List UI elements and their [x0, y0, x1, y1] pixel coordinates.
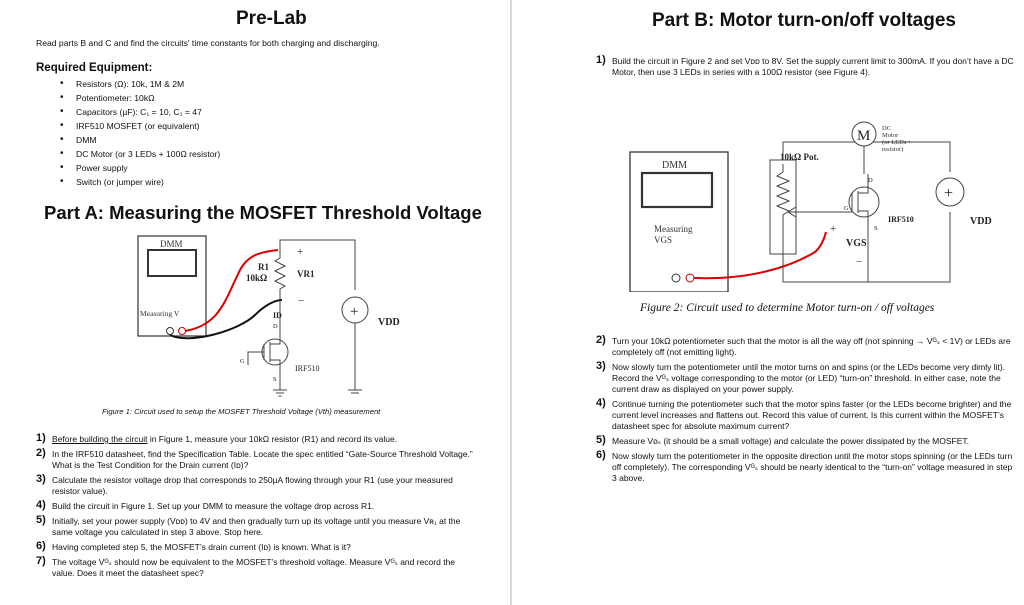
bottom-wire — [782, 212, 951, 283]
figure1-caption: Figure 1: Circuit used to setup the MOSF… — [102, 407, 381, 416]
step-item: 1)Before building the circuit in Figure … — [36, 432, 398, 445]
parta-title: Part A: Measuring the MOSFET Threshold V… — [44, 202, 482, 223]
step-item: 7)The voltage Vᴳₛ should now be equivale… — [36, 555, 456, 579]
equipment-item: Potentiometer: 10kΩ — [58, 91, 220, 105]
vr1-plus: + — [297, 246, 303, 258]
dmm-label: DMM — [662, 160, 687, 171]
mosfet-label: IRF510 — [295, 364, 319, 373]
page-divider — [510, 0, 512, 605]
vdd-plus: + — [944, 185, 953, 202]
motor-m: M — [857, 128, 870, 144]
top-wire — [279, 239, 356, 290]
source-wire — [858, 210, 869, 282]
equipment-list: Resistors (Ω): 10k, 1M & 2M Potentiomete… — [58, 77, 220, 189]
probe-jack-black — [671, 273, 681, 283]
resistor-r1 — [273, 248, 287, 310]
d-label: D — [273, 323, 278, 330]
vgs-minus: − — [856, 256, 862, 268]
motor-label-4: resistor) — [882, 146, 903, 153]
figure1-circuit: DMM Measuring V R1 10kΩ VR1 + − ID D G S… — [137, 235, 400, 397]
meter-label-1: Measuring — [654, 224, 693, 234]
motor-label-1: DC — [882, 125, 891, 132]
vdd-label: VDD — [970, 216, 992, 227]
dmm-display — [640, 171, 714, 209]
prelab-title: Pre-Lab — [236, 8, 307, 29]
dmm-display — [147, 249, 197, 277]
step-item: 5)Initially, set your power supply (Vᴅᴅ)… — [36, 514, 461, 538]
equipment-item: Switch (or jumper wire) — [58, 175, 220, 189]
equipment-item: DC Motor (or 3 LEDs + 100Ω resistor) — [58, 147, 220, 161]
vdd-label: VDD — [378, 317, 400, 328]
partb-steps: 2)Turn your 10kΩ potentiometer such that… — [596, 334, 1016, 488]
s-label: S — [874, 225, 878, 232]
vr1-label: VR1 — [297, 269, 315, 279]
vgs-label: VGS — [846, 238, 867, 249]
figure2-caption: Figure 2: Circuit used to determine Moto… — [640, 302, 935, 314]
mosfet-circle — [848, 186, 880, 218]
step-item: 3)Calculate the resistor voltage drop th… — [36, 473, 453, 497]
red-probe-wire — [693, 231, 827, 280]
equipment-item: DMM — [58, 133, 220, 147]
mosfet-label: IRF510 — [888, 215, 914, 224]
motor-label-3: (or LEDs + — [882, 139, 912, 146]
gate-wire — [247, 351, 264, 365]
equipment-item: Capacitors (µF): C₁ = 10, C₁ = 47 — [58, 105, 220, 119]
vgs-plus: + — [830, 223, 836, 235]
step-item: 4)Build the circuit in Figure 1. Set up … — [36, 499, 375, 512]
g-label: G — [240, 358, 245, 365]
step-item: 2)In the IRF510 datasheet, find the Spec… — [36, 447, 473, 471]
step-item: 5)Measure Vᴅₛ (it should be a small volt… — [596, 434, 970, 447]
vr1-minus: − — [298, 295, 304, 307]
pot-label: 10kΩ Pot. — [780, 152, 819, 162]
vdd-plus: + — [350, 304, 358, 320]
r1-value: 10kΩ — [246, 273, 267, 283]
left-page: Pre-Lab Read parts B and C and find the … — [0, 0, 512, 605]
right-page: Part B: Motor turn-on/off voltages 1)Bui… — [512, 0, 1024, 605]
motor-label-2: Motor — [882, 132, 899, 139]
black-probe-wire — [169, 299, 283, 340]
step-item: 2)Turn your 10kΩ potentiometer such that… — [596, 334, 1011, 358]
step-item: 1)Build the circuit in Figure 2 and set … — [596, 54, 1014, 78]
mosfet-drain — [270, 338, 281, 345]
step-item: 4)Continue turning the potentiometer suc… — [596, 397, 1012, 432]
step-item: 3)Now slowly turn the potentiometer unti… — [596, 360, 1006, 395]
vdd-source — [935, 177, 965, 207]
partb-step1: 1)Build the circuit in Figure 2 and set … — [596, 54, 1016, 82]
mosfet-circle — [261, 338, 289, 366]
g-label: G — [844, 205, 849, 212]
partb-title: Part B: Motor turn-on/off voltages — [652, 10, 956, 31]
meter-label-2: VGS — [654, 235, 672, 245]
probe-jack-black — [166, 327, 174, 335]
equipment-item: Resistors (Ω): 10k, 1M & 2M — [58, 77, 220, 91]
red-probe-wire — [184, 249, 279, 332]
intro-text: Read parts B and C and find the circuits… — [36, 38, 380, 48]
step-item: 6)Having completed step 5, the MOSFET’s … — [36, 540, 351, 553]
figure2-circuit: DMM Measuring VGS 10kΩ Pot. M DC Motor (… — [629, 121, 992, 292]
equipment-item: IRF510 MOSFET (or equivalent) — [58, 119, 220, 133]
equipment-heading: Required Equipment: — [36, 62, 153, 74]
mosfet-source — [270, 359, 281, 380]
meter-label: Measuring V — [140, 309, 180, 318]
d-label: D — [868, 177, 873, 184]
s-label: S — [273, 376, 277, 383]
parta-steps: 1)Before building the circuit in Figure … — [36, 432, 476, 583]
dmm-label: DMM — [160, 239, 183, 249]
step-item: 6)Now slowly turn the potentiometer in t… — [596, 449, 1013, 484]
r1-label: R1 — [258, 262, 269, 272]
id-label: ID — [273, 311, 282, 320]
equipment-item: Power supply — [58, 161, 220, 175]
